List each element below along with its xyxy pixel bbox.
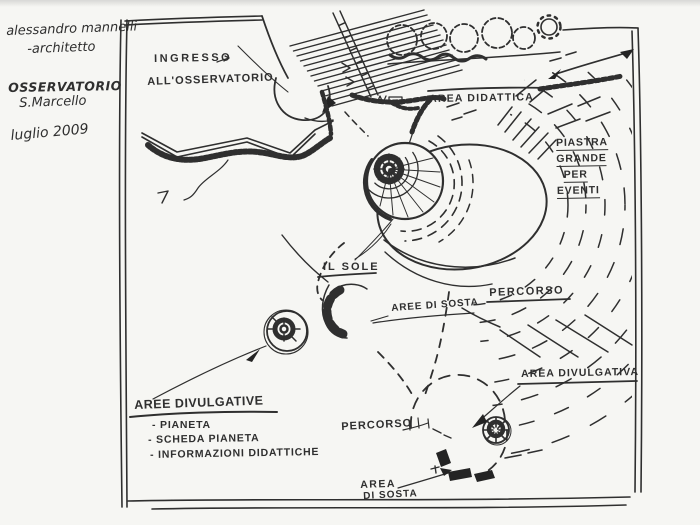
- seat-blocks: [430, 449, 495, 482]
- piastra-label: PIASTRA GRANDE PER EVENTI: [556, 136, 609, 200]
- leaders-and-underlines: [129, 55, 638, 489]
- entrance-label-line1: INGRESSO: [154, 51, 233, 65]
- piastra-line3: PER: [563, 168, 588, 184]
- ground-contours: [281, 234, 493, 288]
- planet-left: [263, 309, 309, 355]
- sun-burst-tree: [540, 18, 558, 36]
- lower-dashed-loop: [377, 291, 543, 473]
- stair-path: [319, 10, 379, 137]
- hatch-strokes: [446, 79, 633, 358]
- planet-right: [482, 416, 512, 446]
- hatch-texture: [472, 66, 632, 458]
- sun-label: IL SOLE: [323, 261, 380, 273]
- path-upper-label: PERCORSO: [489, 284, 565, 299]
- author-title: -architetto: [26, 39, 96, 57]
- piastra-line1: PIASTRA: [556, 136, 608, 152]
- piastra-line4: EVENTI: [556, 184, 600, 200]
- info-area-label: AREA DIVULGATIVA: [521, 365, 640, 380]
- entrance-road: [237, 9, 463, 123]
- project-name: OSSERVATORIO: [7, 78, 122, 95]
- info-areas-item-2: - SCHEDA PIANETA: [148, 432, 260, 446]
- sun-dome: [354, 141, 445, 261]
- stone-bands: [344, 73, 625, 151]
- two-way-arrow: [548, 49, 634, 79]
- rest-crescent: [321, 283, 368, 339]
- didactic-area-label: AREA DIDATTICA: [429, 91, 535, 105]
- trees-row: [386, 14, 562, 65]
- frame-border: [118, 15, 643, 510]
- piastra-line2: GRANDE: [556, 152, 607, 168]
- info-areas-item-1: - PIANETA: [152, 419, 211, 431]
- hedge-zigzag: [141, 120, 334, 204]
- upper-dashed-path: [316, 242, 345, 301]
- project-place: S.Marcello: [18, 93, 87, 111]
